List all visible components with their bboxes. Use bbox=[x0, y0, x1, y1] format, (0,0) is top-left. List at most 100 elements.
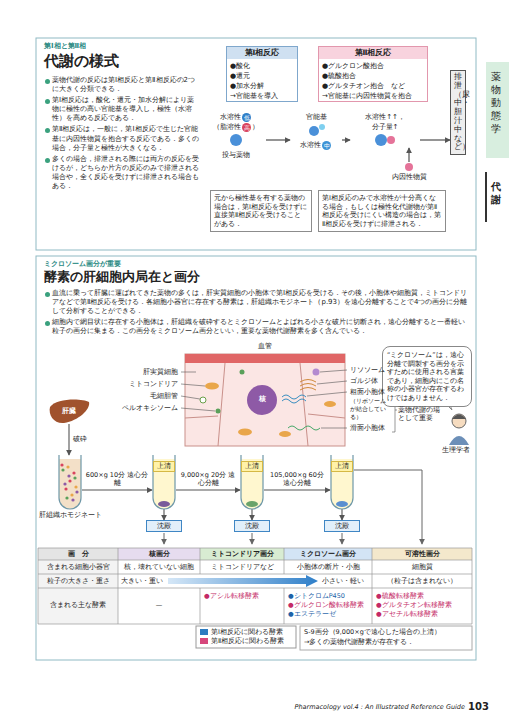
endogenous-item: 内因性物質 bbox=[384, 162, 434, 182]
part-label: 肝実質細胞 bbox=[96, 368, 178, 376]
particle bbox=[68, 479, 71, 482]
note-text: S-9画分（9,000×gで遠心した場合の上清） bbox=[304, 628, 441, 636]
part-note: 薬物代謝の場として重要 bbox=[398, 406, 440, 422]
table-cell: 粒子の大きさ・重さ bbox=[40, 577, 116, 585]
leader-line bbox=[181, 408, 215, 411]
node-text: 水溶性↑↑， bbox=[352, 112, 418, 122]
enzyme-item: ●硫酸転移酵素 bbox=[376, 592, 470, 600]
test-tube-shape bbox=[58, 455, 82, 509]
node-text: 上清 bbox=[153, 461, 175, 472]
part-label: 核 bbox=[259, 395, 266, 403]
tube-outline bbox=[241, 455, 263, 509]
part-label: ミトコンドリア bbox=[129, 380, 178, 388]
side-tab-label: 代謝 bbox=[491, 180, 503, 206]
table-cell: 含まれる主な酵素 bbox=[40, 601, 116, 609]
particle bbox=[64, 487, 67, 490]
bullet-dot bbox=[45, 292, 50, 297]
connector-arrow bbox=[264, 489, 330, 490]
table-header: 核画分 bbox=[149, 550, 170, 558]
enzyme-item: ●エステラーゼ bbox=[288, 610, 336, 618]
side-tab-label: 代謝 bbox=[491, 181, 501, 205]
liver-cell-illustration bbox=[324, 401, 336, 407]
bullet-text: 第Ⅱ相反応は，一般に，第Ⅰ相反応で生じた官能基に内因性物質を抱合する反応である．… bbox=[44, 125, 200, 152]
part-label: ペルオキシソーム bbox=[122, 404, 178, 412]
part-label: 滑面小胞体 bbox=[350, 424, 385, 432]
pellet-box: 沈殿 bbox=[234, 520, 270, 532]
leader-line bbox=[320, 370, 347, 372]
test-tube: 上清 bbox=[240, 455, 264, 509]
part-label: 粗面小胞体 bbox=[350, 388, 390, 396]
tube-liquid bbox=[153, 459, 175, 509]
node-text: 上清 bbox=[331, 461, 353, 472]
legend-swatch bbox=[200, 638, 208, 644]
node-text: 第Ⅰ相反応のみで水溶性が十分高くなる場合，もしくは極性化代謝物が第Ⅱ相反応を受け… bbox=[322, 194, 442, 228]
enzyme-item: ●グルクロン酸転移酵素 bbox=[288, 601, 364, 609]
connector-arrow bbox=[163, 509, 164, 520]
node-text: 第Ⅰ相反応 bbox=[227, 47, 297, 59]
node-text: ●酸化 bbox=[227, 61, 297, 71]
table-header: ミクロソーム画分 bbox=[300, 550, 356, 558]
part-label: リソソーム bbox=[350, 366, 385, 374]
table-grid bbox=[38, 548, 472, 624]
metabolite-item: 官能基水溶性中 bbox=[290, 112, 342, 150]
particle bbox=[74, 485, 77, 488]
part-label: 核 bbox=[250, 395, 274, 404]
node-text: →官能基を導入 bbox=[227, 91, 297, 101]
enzyme-item: ●アセチル転移酵素 bbox=[376, 610, 438, 618]
flow-arrow bbox=[354, 470, 422, 544]
node-text: 高 bbox=[242, 123, 251, 132]
part-label: 血管 bbox=[258, 342, 272, 350]
table-cell: 含まれる細胞小器官 bbox=[40, 563, 116, 571]
node-text: 上清 bbox=[241, 461, 263, 472]
particle bbox=[60, 463, 63, 466]
part-label: 粗面小胞体 bbox=[350, 388, 385, 396]
table-cell: 核，壊れていない細胞 bbox=[124, 563, 194, 571]
figure-label: 生理学者 bbox=[442, 446, 470, 454]
section-subtitle: ミクロソーム画分が重要 bbox=[44, 260, 244, 269]
molecule-icon bbox=[405, 163, 413, 171]
table-header: ミトコンドリア画分 bbox=[211, 550, 274, 558]
particle bbox=[70, 493, 73, 496]
part-label: 毛細胆管 bbox=[96, 392, 178, 400]
bullet-dot bbox=[45, 99, 50, 104]
liver-cell-illustration bbox=[282, 399, 306, 403]
physiologist-figure bbox=[452, 414, 466, 428]
connector-arrow bbox=[341, 509, 342, 520]
liver-cell-illustration bbox=[288, 426, 320, 430]
connector-arrow bbox=[176, 489, 240, 490]
liver-cell-illustration bbox=[200, 397, 206, 403]
particle bbox=[63, 482, 66, 485]
test-tube: 上清 bbox=[152, 455, 176, 509]
node-text: 肝組織ホモジネート bbox=[39, 511, 102, 519]
bullet-dot bbox=[45, 321, 50, 326]
leader-line bbox=[181, 372, 196, 373]
legend-swatch bbox=[200, 629, 208, 635]
node-text: 投与薬物 bbox=[208, 150, 264, 160]
part-label: ミトコンドリア bbox=[96, 380, 178, 388]
legend-text: 第Ⅰ相反応に関わる酵素 bbox=[211, 628, 283, 636]
liver-cell-illustration bbox=[185, 354, 345, 363]
page-number: 103 bbox=[468, 701, 489, 712]
connector-arrow bbox=[342, 139, 350, 141]
table-grid bbox=[372, 548, 472, 560]
pellet-box: 沈殿 bbox=[146, 520, 182, 532]
particle bbox=[73, 476, 76, 479]
liver-cell-illustration bbox=[300, 380, 316, 391]
bullet-text: 多くの場合，排泄される際には両方の反応を受けるが，どちらか片方の反応のみで排泄さ… bbox=[44, 155, 200, 191]
particle bbox=[75, 490, 78, 493]
physiologist-figure bbox=[449, 436, 469, 445]
note-frame bbox=[196, 626, 296, 648]
bullet-text: 細胞内で網目状に存在する小胞体は，肝組織を破砕するとミクロソームとよばれる小さな… bbox=[52, 318, 465, 335]
bullet-text: 第Ⅰ相反応は，酸化・還元・加水分解により薬物に極性の高い官能基を導入し，極性（水… bbox=[44, 96, 200, 123]
note-text: S-9画分（9,000×gで遠心した場合の上清） bbox=[304, 628, 470, 636]
enzyme-item: ●シトクロムP450 bbox=[288, 592, 370, 600]
node-text: 分子量↑ bbox=[352, 122, 418, 132]
table-cell: 粒子の大きさ・重さ bbox=[47, 577, 110, 585]
side-tab-label: 薬物動態学 bbox=[491, 70, 503, 135]
test-tube: 上清 bbox=[330, 455, 354, 509]
leader-line bbox=[181, 370, 397, 432]
drug-item: 水溶性低（脂溶性高）投与薬物 bbox=[206, 112, 266, 160]
table-grid bbox=[284, 548, 372, 560]
tube-outline bbox=[331, 455, 353, 509]
tube-liquid bbox=[241, 459, 263, 509]
